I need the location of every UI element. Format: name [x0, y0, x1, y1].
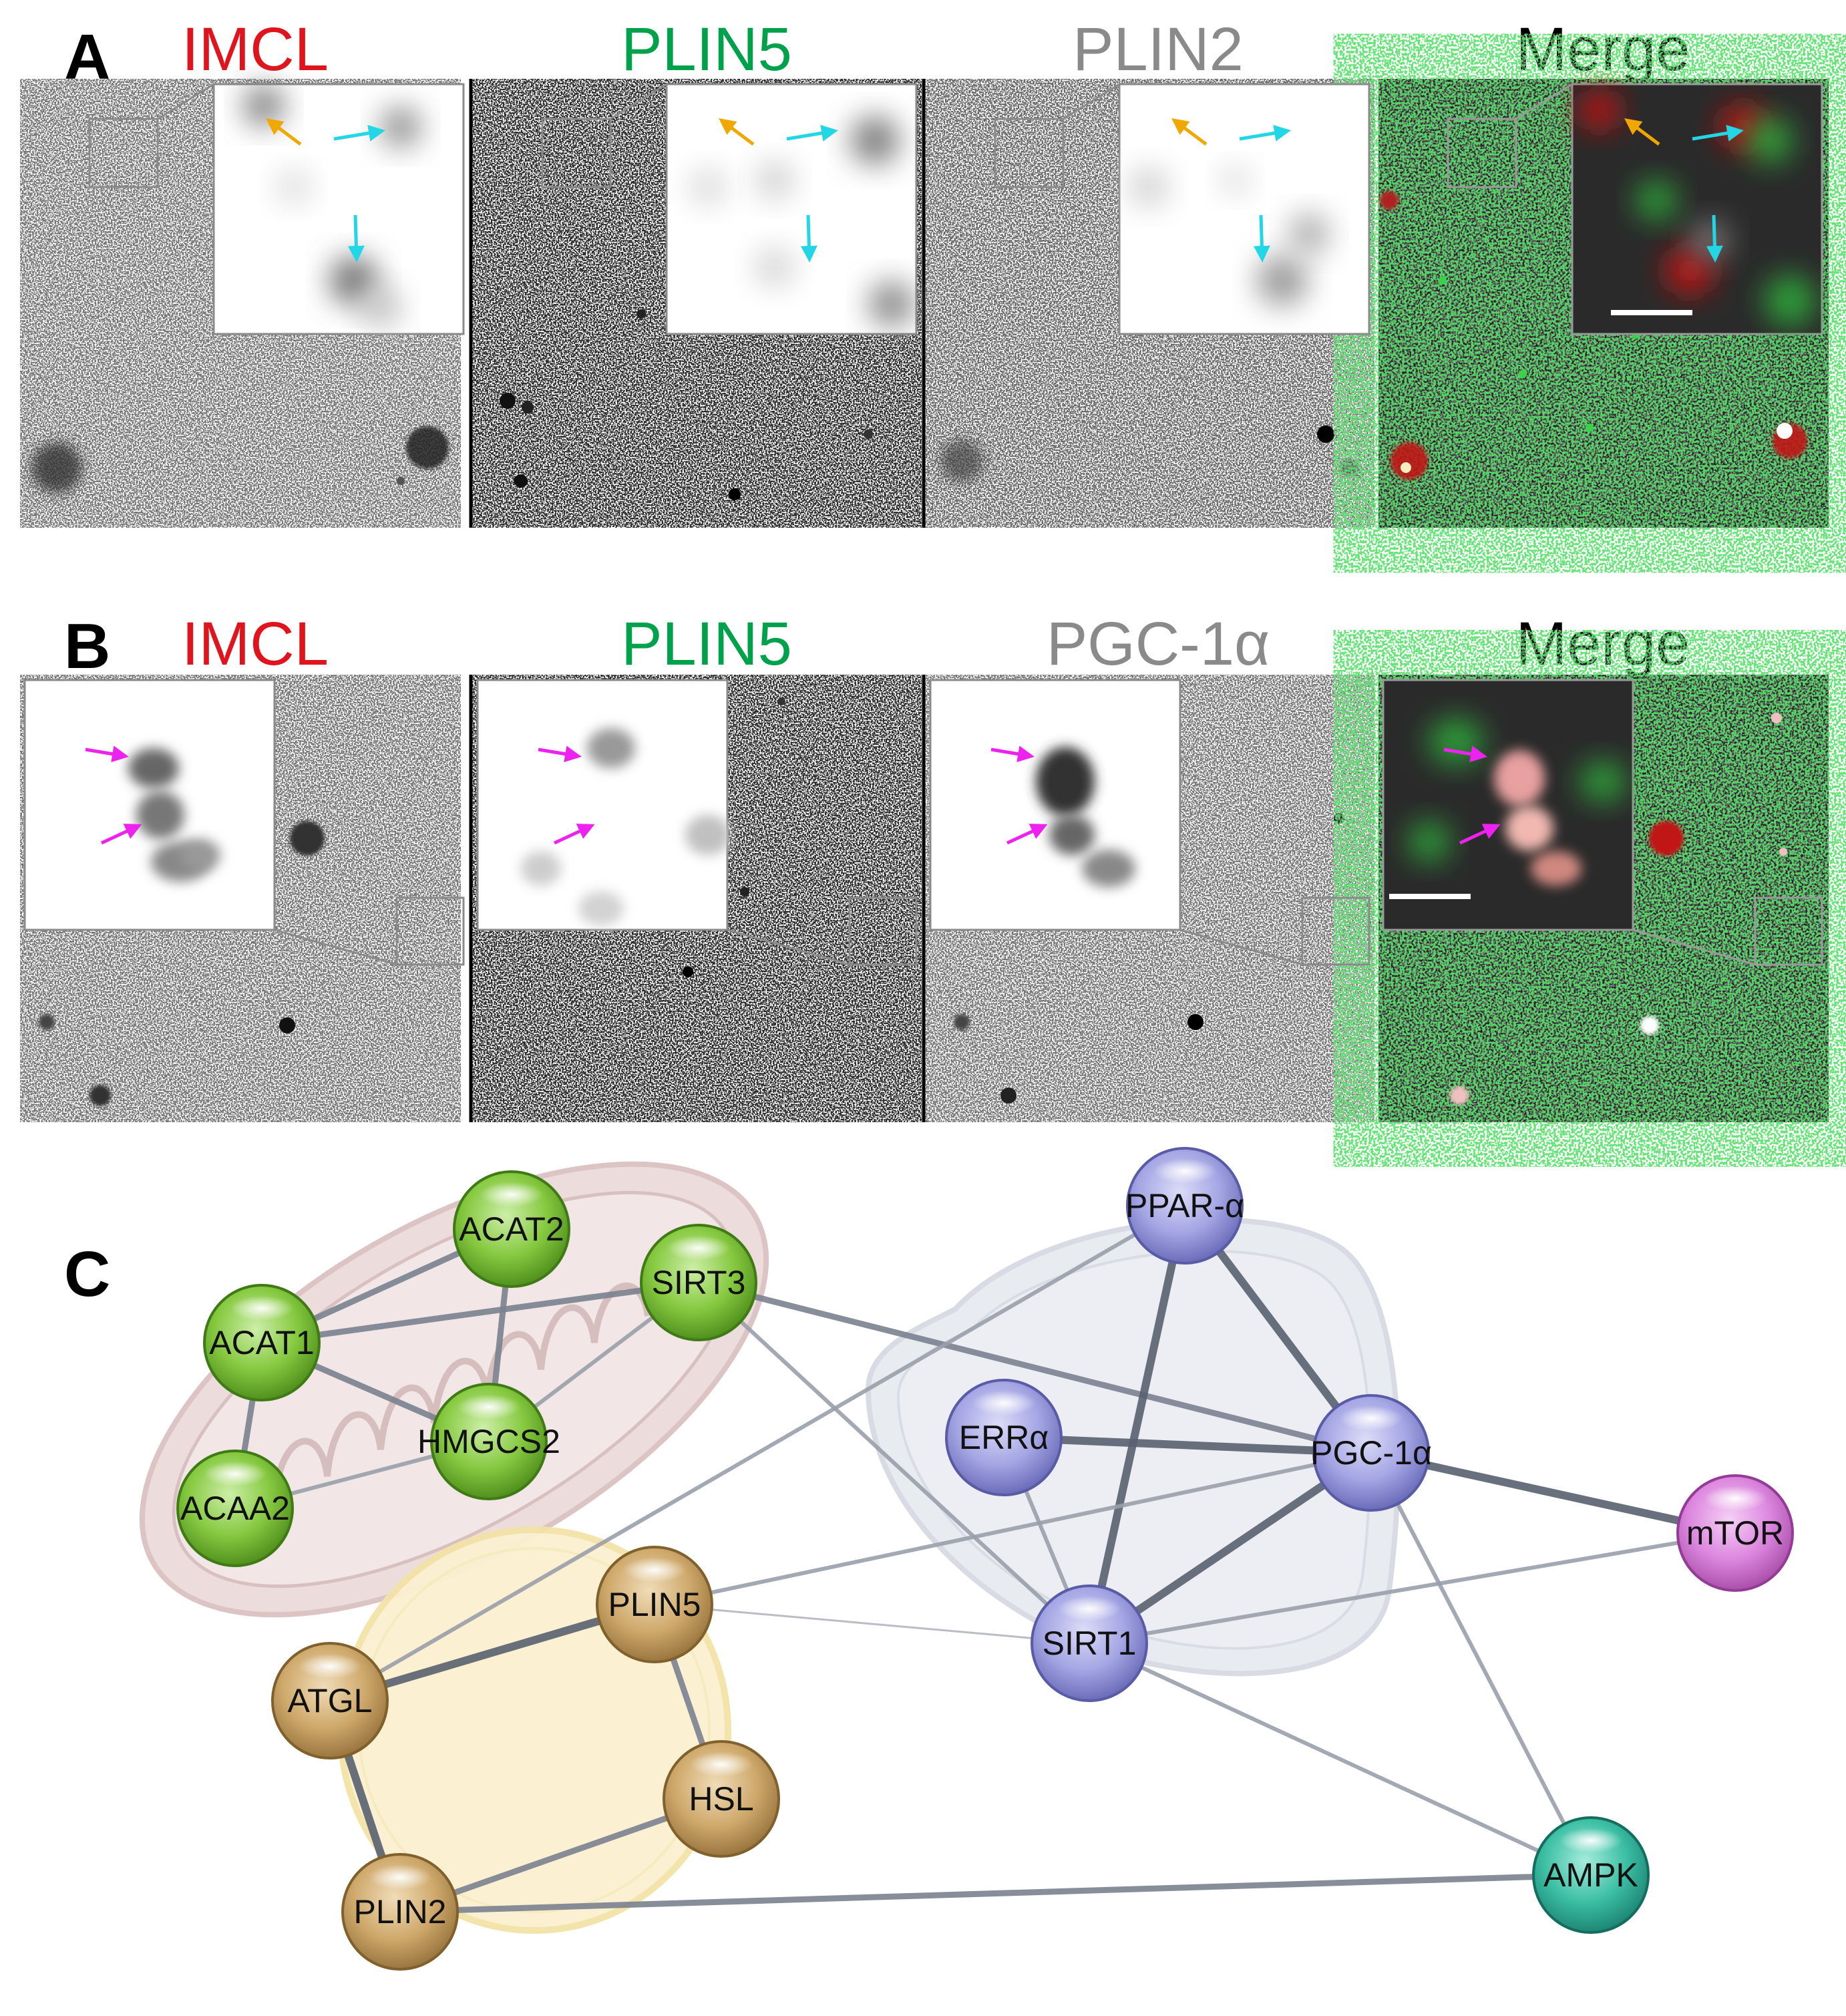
node-highlight — [1703, 1486, 1767, 1512]
node-sirt3: SIRT3 — [640, 1224, 757, 1341]
node-label: SIRT1 — [1043, 1625, 1137, 1662]
node-circle — [453, 1170, 570, 1288]
panel-b-title-pgc1a: PGC-1α — [1047, 610, 1270, 678]
edge-sirt3-pgc1a — [695, 1279, 1374, 1456]
edge-erra-pgc1a — [1000, 1434, 1375, 1457]
edge-pgc1a-plin5 — [653, 1451, 1373, 1607]
node-circle — [341, 1853, 459, 1971]
edge-sirt1-ampk — [1087, 1641, 1593, 1877]
node-hsl: HSL — [663, 1740, 780, 1858]
node-circle — [945, 1379, 1063, 1496]
panel-a-title-plin5: PLIN5 — [621, 15, 792, 83]
panel-b-pgc1a-zoom — [929, 679, 1370, 966]
node-circle — [1532, 1816, 1650, 1934]
edge-plin2-ampk — [397, 1872, 1594, 1915]
node-circle — [663, 1740, 780, 1858]
node-circle — [271, 1642, 389, 1759]
node-label: ACAA2 — [180, 1490, 290, 1527]
node-label: HSL — [689, 1780, 753, 1818]
node-highlight — [1339, 1405, 1403, 1432]
edge-sirt1-mtor — [1087, 1531, 1737, 1645]
panel-a: A IMCL PLIN5 PLIN2 Merge — [20, 15, 1829, 528]
node-atgl: ATGL — [271, 1642, 389, 1759]
panel-a-title-plin2: PLIN2 — [1073, 15, 1244, 83]
node-circle — [430, 1383, 548, 1500]
edge-pgc1a-ampk — [1369, 1451, 1593, 1877]
edge-sirt3-sirt1 — [697, 1281, 1091, 1645]
panel-a-title-merge: Merge — [1516, 15, 1690, 83]
node-highlight — [667, 1235, 731, 1261]
panel-c-letter: C — [64, 1238, 110, 1310]
node-label: ACAT2 — [459, 1210, 564, 1248]
panel-b-title-plin5: PLIN5 — [621, 610, 792, 678]
node-circle — [1031, 1584, 1148, 1702]
node-label: AMPK — [1543, 1856, 1638, 1894]
node-acat1: ACAT1 — [203, 1284, 321, 1401]
node-acaa2: ACAA2 — [176, 1450, 294, 1567]
node-acat2: ACAT2 — [453, 1170, 570, 1288]
node-highlight — [622, 1557, 687, 1583]
node-highlight — [1153, 1158, 1217, 1184]
node-label: mTOR — [1686, 1514, 1784, 1552]
node-circle — [1312, 1394, 1430, 1512]
node-circle — [1126, 1147, 1244, 1265]
node-highlight — [457, 1394, 521, 1420]
panel-b-letter: B — [64, 611, 110, 682]
node-ppara: PPAR-α — [1125, 1147, 1244, 1265]
node-plin2: PLIN2 — [341, 1853, 459, 1971]
edge-plin5-sirt1 — [653, 1603, 1091, 1645]
panel-b-title-imcl: IMCL — [182, 610, 329, 678]
node-label: PLIN5 — [608, 1586, 701, 1623]
node-highlight — [480, 1182, 544, 1208]
panel-b-title-merge: Merge — [1516, 610, 1690, 678]
node-circle — [1676, 1474, 1794, 1592]
node-highlight — [368, 1864, 432, 1890]
node-highlight — [1559, 1828, 1623, 1854]
node-highlight — [1057, 1596, 1121, 1622]
panel-a-plin5-zoom — [541, 83, 918, 335]
panel-b-plin5-zoom — [476, 679, 918, 966]
node-highlight — [230, 1295, 294, 1321]
node-circle — [640, 1224, 757, 1341]
panel-a-title-imcl: IMCL — [182, 15, 329, 83]
node-circle — [203, 1284, 321, 1401]
edge-acat1-sirt3 — [258, 1279, 702, 1346]
panel-a-plin2-zoom — [994, 83, 1370, 335]
node-label: SIRT3 — [652, 1264, 746, 1301]
node-highlight — [972, 1390, 1036, 1416]
node-label: ATGL — [288, 1682, 373, 1719]
node-highlight — [689, 1751, 753, 1778]
node-plin5: PLIN5 — [596, 1546, 713, 1663]
node-label: ERRα — [959, 1419, 1049, 1456]
node-erra: ERRα — [945, 1379, 1063, 1496]
node-label: PGC-1α — [1310, 1434, 1432, 1472]
panel-b-merge-zoom — [1382, 679, 1823, 966]
panel-a-merge-zoom — [1447, 83, 1823, 335]
node-pgc1a: PGC-1α — [1310, 1394, 1432, 1512]
node-label: ACAT1 — [209, 1324, 314, 1361]
node-mtor: mTOR — [1676, 1474, 1794, 1592]
node-label: PLIN2 — [354, 1893, 447, 1930]
edge-ppara-atgl — [328, 1204, 1187, 1703]
node-highlight — [203, 1461, 267, 1487]
edge-ppara-sirt1 — [1085, 1202, 1189, 1647]
node-sirt1: SIRT1 — [1031, 1584, 1148, 1702]
panel-b: B IMCL PLIN5 PGC-1α Merge — [20, 610, 1829, 1122]
node-label: HMGCS2 — [417, 1423, 560, 1460]
node-hmgcs2: HMGCS2 — [417, 1383, 560, 1500]
node-ampk: AMPK — [1532, 1816, 1650, 1934]
node-highlight — [298, 1653, 362, 1679]
node-circle — [176, 1450, 294, 1567]
node-circle — [596, 1546, 713, 1663]
edge-pgc1a-mtor — [1367, 1449, 1739, 1537]
panel-b-imcl-zoom — [23, 679, 465, 966]
panel-a-imcl-zoom — [88, 83, 465, 335]
node-label: PPAR-α — [1125, 1187, 1244, 1224]
